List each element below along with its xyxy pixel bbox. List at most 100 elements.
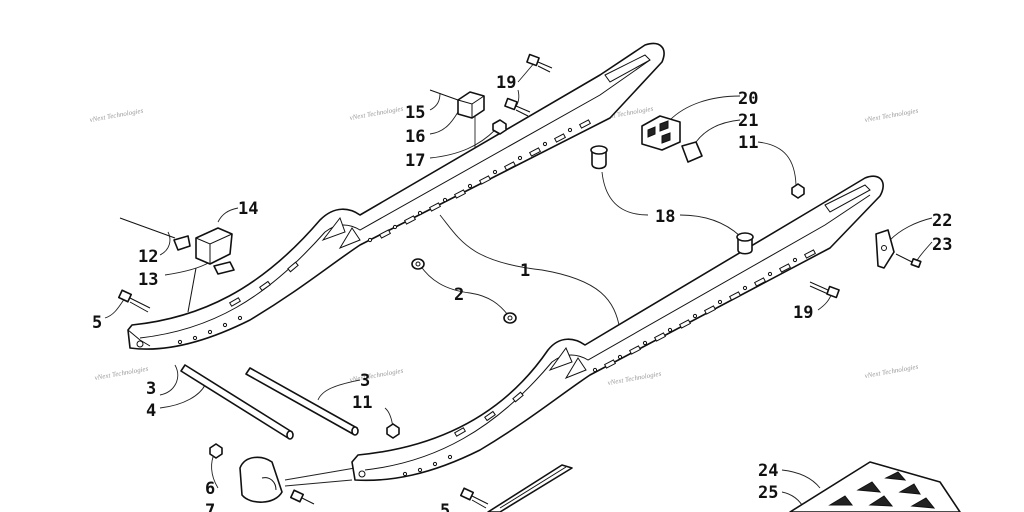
callout-23: 23 xyxy=(932,235,952,255)
rail-right xyxy=(351,175,884,482)
callout-labels: 1 2 3 3 4 5 5 6 7 11 11 12 13 14 15 16 1… xyxy=(92,73,952,512)
watermark: vNext Technologies xyxy=(864,107,919,124)
leader-3a xyxy=(317,379,361,401)
bumper-7 xyxy=(239,456,283,503)
watermark: vNext Technologies xyxy=(94,365,149,382)
callout-18: 18 xyxy=(655,207,675,227)
callout-5b: 5 xyxy=(440,501,450,512)
leader-18a xyxy=(601,171,649,216)
leader-1b xyxy=(541,269,621,331)
rail-right-tip-hole xyxy=(358,470,366,478)
rail-left-flange xyxy=(139,59,651,339)
callout-19b: 19 xyxy=(793,303,813,323)
callout-19a: 19 xyxy=(496,73,516,93)
bolt-19b xyxy=(504,97,531,117)
bushing-18a xyxy=(591,149,607,170)
rail-right-flange xyxy=(364,194,871,471)
leader-17 xyxy=(429,129,496,159)
axle-upper-end xyxy=(351,426,359,436)
callout-6: 6 xyxy=(205,479,215,499)
watermark: vNext Technologies xyxy=(89,107,144,124)
bolt-19a xyxy=(526,53,553,73)
leader-lines xyxy=(104,61,933,511)
bumper-7-body xyxy=(239,456,283,503)
nuts xyxy=(209,119,805,459)
leader-2b xyxy=(469,292,509,316)
rail-left-end-slot xyxy=(604,54,651,83)
watermark: vNext Technologies xyxy=(607,370,662,387)
block-16 xyxy=(457,91,485,119)
leader-1a xyxy=(439,214,543,271)
cap-21 xyxy=(681,141,703,163)
pin-12 xyxy=(119,217,176,239)
blocks xyxy=(429,89,703,163)
nut-17 xyxy=(492,119,507,135)
leader-14 xyxy=(217,207,239,223)
callout-15: 15 xyxy=(405,103,425,123)
callout-1: 1 xyxy=(520,261,530,281)
rail-right-body xyxy=(351,175,884,482)
bolt-5b xyxy=(459,487,489,509)
callout-7: 7 xyxy=(205,501,215,512)
leader-7b xyxy=(284,479,353,487)
leader-3b xyxy=(159,364,179,396)
callout-5a: 5 xyxy=(92,313,102,333)
leader-12 xyxy=(159,231,171,256)
bolt-7 xyxy=(289,489,315,505)
leader-24 xyxy=(781,469,821,489)
callout-21: 21 xyxy=(738,111,758,131)
leader-23 xyxy=(915,241,933,263)
leader-20 xyxy=(669,95,741,121)
callout-17: 17 xyxy=(405,151,425,171)
callout-25: 25 xyxy=(758,483,778,503)
clip-13b xyxy=(213,261,235,275)
clip-13a xyxy=(173,235,191,251)
clip-14-assembly xyxy=(119,217,235,313)
leader-16 xyxy=(429,111,459,135)
leader-11a xyxy=(757,141,797,186)
callout-22: 22 xyxy=(932,211,952,231)
nut-11b xyxy=(386,423,400,439)
callout-12: 12 xyxy=(138,247,158,267)
slide-strip xyxy=(487,464,573,512)
rail-right-holes xyxy=(402,249,817,477)
rail-left-tip xyxy=(127,329,151,347)
rail-right-end-slot xyxy=(824,184,871,213)
rail-left-cutout-2 xyxy=(338,227,361,250)
callout-3a: 3 xyxy=(360,371,370,391)
cube-20 xyxy=(641,115,681,151)
clip-14-drop xyxy=(187,267,197,313)
callout-3b: 3 xyxy=(146,379,156,399)
axle-lower xyxy=(180,364,293,439)
leader-7a xyxy=(284,467,356,481)
rail-left xyxy=(127,42,665,350)
bolt-23 xyxy=(895,253,922,268)
slide-strip-body xyxy=(487,464,573,512)
leader-18b xyxy=(679,214,741,237)
callout-13: 13 xyxy=(138,270,158,290)
callout-16: 16 xyxy=(405,127,425,147)
track-section xyxy=(789,461,961,512)
rail-right-cutout-2 xyxy=(564,357,587,380)
rail-left-cutout-1 xyxy=(321,216,346,242)
bolt-19c xyxy=(809,281,840,299)
callout-14: 14 xyxy=(238,199,258,219)
callout-24: 24 xyxy=(758,461,778,481)
callout-11b: 11 xyxy=(352,393,372,413)
spacers xyxy=(411,145,754,324)
bolt-5a xyxy=(117,289,151,313)
rail-right-cutout-1 xyxy=(548,346,573,372)
watermark: vNext Technologies xyxy=(864,363,919,380)
leader-21 xyxy=(695,119,741,143)
leader-2a xyxy=(419,264,471,294)
leader-13 xyxy=(164,261,211,276)
watermark: vNext Technologies xyxy=(349,367,404,384)
pin-15 xyxy=(429,89,459,101)
leader-15 xyxy=(429,92,441,111)
axle-lower-end xyxy=(286,430,294,440)
callout-11a: 11 xyxy=(738,133,758,153)
callout-20: 20 xyxy=(738,89,758,109)
clip-14 xyxy=(195,227,233,265)
callout-2: 2 xyxy=(454,285,464,305)
